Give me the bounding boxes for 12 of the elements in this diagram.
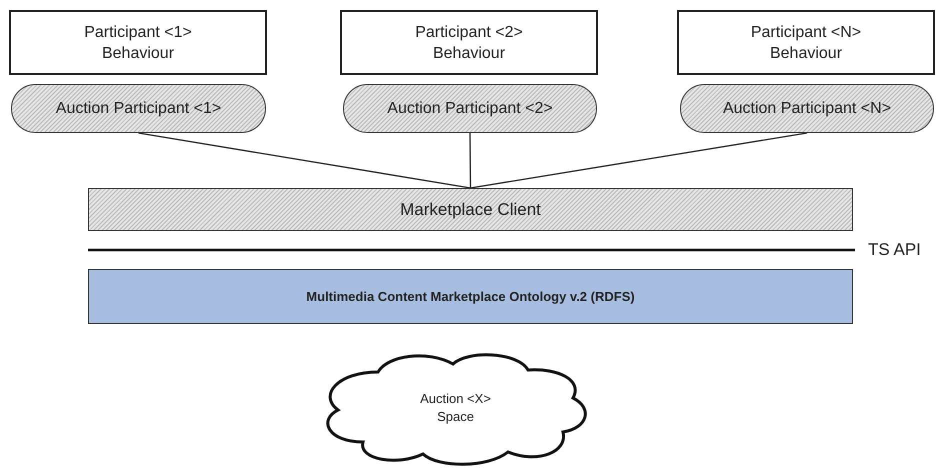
connector-line: [138, 132, 471, 189]
behaviour-box: Participant <N> Behaviour: [677, 10, 935, 75]
behaviour-box: Participant <2> Behaviour: [340, 10, 598, 75]
behaviour-box: Participant <1> Behaviour: [9, 10, 267, 75]
participant-pill: Auction Participant <1>: [11, 84, 266, 133]
connector-line: [469, 133, 472, 188]
participant-pill: Auction Participant <N>: [680, 84, 934, 133]
api-label: TS API: [868, 240, 921, 260]
connector-line: [470, 132, 808, 189]
ontology-bar: Multimedia Content Marketplace Ontology v.2 (RDFS): [88, 269, 853, 324]
participant-pill: Auction Participant <2>: [343, 84, 597, 133]
client-bar: Marketplace Client: [88, 188, 853, 231]
